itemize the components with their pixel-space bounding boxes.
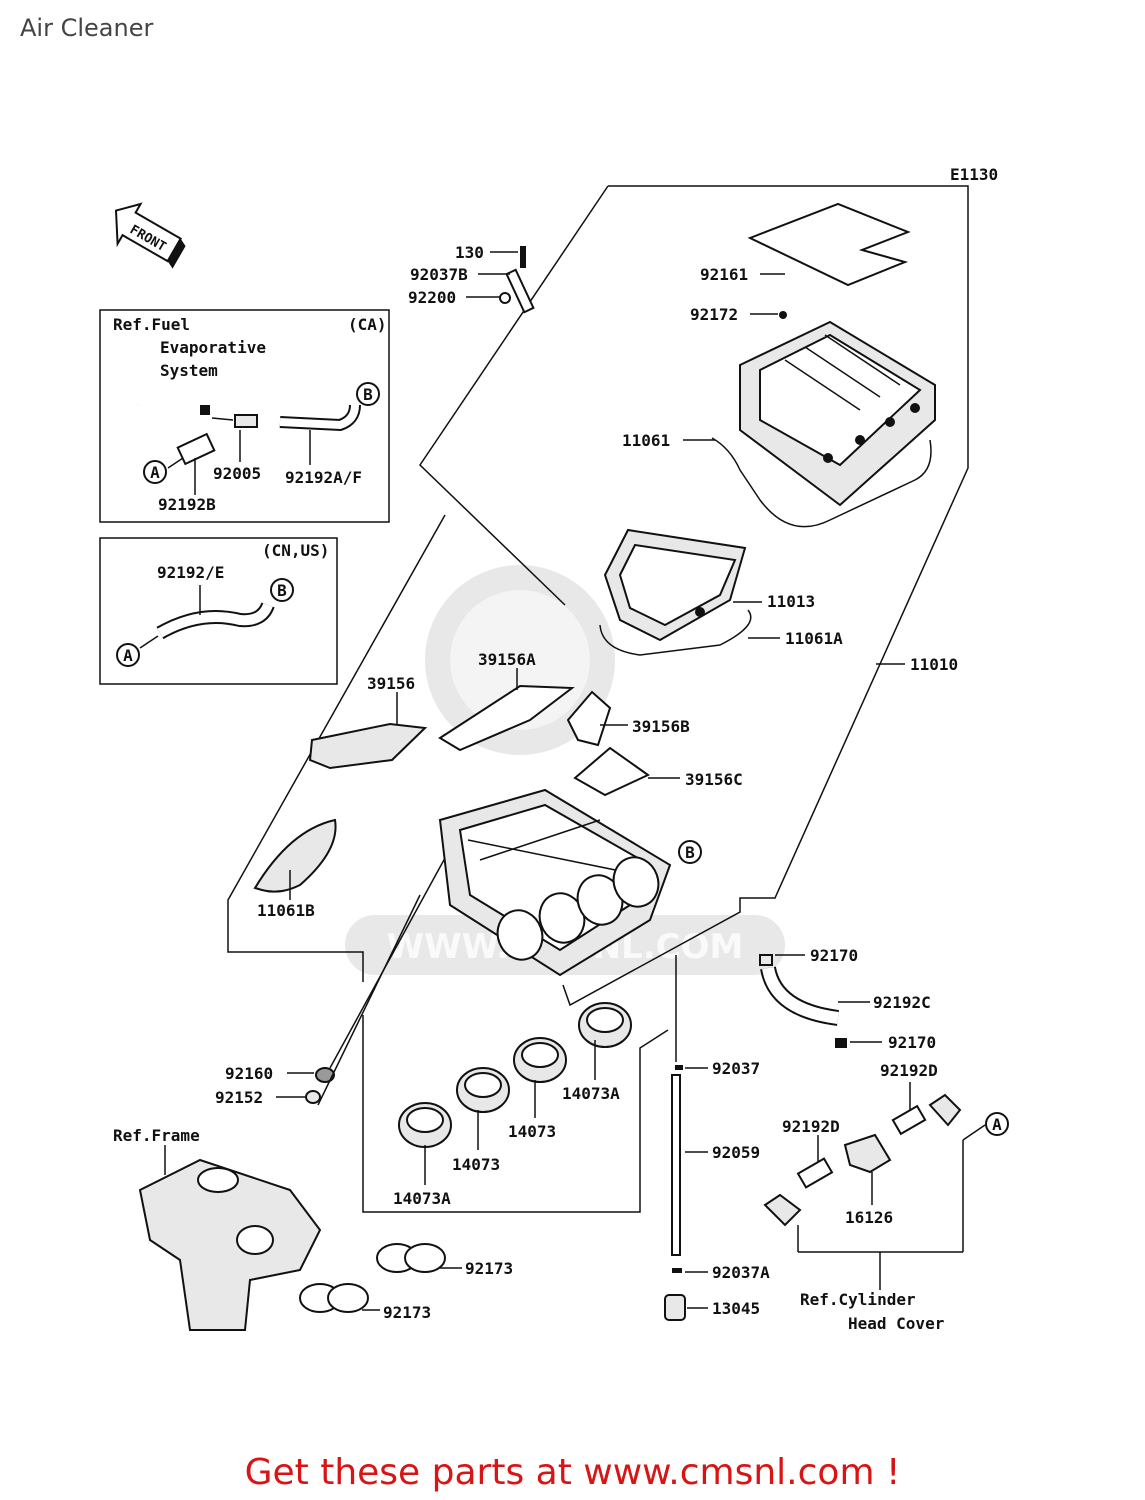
tube-92059 [671, 1074, 681, 1256]
part-label-92161: 92161 [700, 265, 748, 284]
part-label-39156c: 39156C [685, 770, 743, 789]
part-label-92005: 92005 [213, 464, 261, 483]
part-label-14073-2: 14073 [452, 1155, 500, 1174]
clamps-92173 [299, 1243, 446, 1313]
air-cleaner-lower-case [438, 788, 672, 977]
part-label-16126: 16126 [845, 1208, 893, 1227]
valve-16126 [843, 1133, 892, 1174]
ca-region: (CA) [348, 315, 387, 334]
part-label-92192d-right: 92192D [880, 1061, 938, 1080]
clip-92170-bottom [835, 1038, 847, 1048]
part-label-11061a: 11061A [785, 629, 843, 648]
svg-text:B: B [685, 843, 695, 862]
part-label-39156a: 39156A [478, 650, 536, 669]
part-label-11010: 11010 [910, 655, 958, 674]
svg-text:B: B [363, 385, 373, 404]
ref-frame-label: Ref.Frame [113, 1126, 200, 1145]
clip-92170-top [759, 954, 773, 966]
frame-section [138, 1158, 322, 1331]
head-cover-nipple-left [763, 1193, 802, 1227]
cnus-region: (CN,US) [262, 541, 329, 560]
ca-ref-line1: Ref.Fuel [113, 315, 190, 334]
ref-cylinder-label: Ref.Cylinder [800, 1290, 916, 1309]
part-label-92192c: 92192C [873, 993, 931, 1012]
part-label-39156b: 39156B [632, 717, 690, 736]
part-label-92037b: 92037B [410, 265, 468, 284]
collar-92037b [505, 268, 535, 314]
part-label-14073a-1: 14073A [562, 1084, 620, 1103]
svg-text:A: A [150, 463, 160, 482]
air-cleaner-upper-case [711, 202, 936, 528]
part-label-92170-top: 92170 [810, 946, 858, 965]
svg-text:A: A [123, 646, 133, 665]
part-label-92172: 92172 [690, 305, 738, 324]
screw-92172 [779, 311, 787, 319]
marker-b-cnus: B [270, 578, 294, 602]
head-cover-nipple-right [928, 1093, 962, 1127]
duct-11061b [253, 818, 337, 893]
part-label-92059: 92059 [712, 1143, 760, 1162]
part-label-14073a-2: 14073A [393, 1189, 451, 1208]
bolt-130 [520, 246, 526, 268]
hose-92192d-left [796, 1157, 834, 1189]
part-label-92192af: 92192A/F [285, 468, 362, 487]
part-label-11013: 11013 [767, 592, 815, 611]
diagram-code: E1130 [950, 165, 998, 184]
part-label-92170-bottom: 92170 [888, 1033, 936, 1052]
washer-92200 [499, 292, 511, 304]
part-label-92192d-left: 92192D [782, 1117, 840, 1136]
clip-92037 [675, 1065, 683, 1070]
part-label-92037a: 92037A [712, 1263, 770, 1282]
part-label-13045: 13045 [712, 1299, 760, 1318]
marker-b-main: B [678, 840, 702, 864]
ca-ref-line2: Evaporative [160, 338, 266, 357]
air-funnels [398, 1002, 632, 1148]
grommet-92160 [315, 1067, 335, 1083]
part-label-92192b: 92192B [158, 495, 216, 514]
marker-a-main: A [985, 1112, 1009, 1136]
svg-text:B: B [277, 581, 287, 600]
cover-39156c [573, 746, 650, 797]
cover-39156a [438, 684, 575, 752]
clip-92037a [672, 1268, 682, 1273]
cta-link[interactable]: Get these parts at www.cmsnl.com ! [244, 1452, 901, 1493]
part-label-92152: 92152 [215, 1088, 263, 1107]
part-label-92173-b: 92173 [383, 1303, 431, 1322]
air-filter-element [599, 528, 752, 656]
marker-a-cnus: A [116, 643, 140, 667]
part-label-92037: 92037 [712, 1059, 760, 1078]
ca-ref-line3: System [160, 361, 218, 380]
part-label-130: 130 [455, 243, 484, 262]
part-label-14073-1: 14073 [508, 1122, 556, 1141]
plug-13045 [664, 1294, 686, 1321]
cover-39156 [308, 722, 428, 770]
part-label-92160: 92160 [225, 1064, 273, 1083]
part-label-92192e: 92192/E [157, 563, 224, 582]
front-arrow-icon: FRONT [114, 202, 186, 269]
marker-a-ca: A [143, 460, 167, 484]
marker-b-ca: B [356, 382, 380, 406]
part-label-92173-a: 92173 [465, 1259, 513, 1278]
part-label-39156: 39156 [367, 674, 415, 693]
cover-39156b [566, 690, 612, 747]
page-title: Air Cleaner [20, 14, 154, 42]
part-label-92200: 92200 [408, 288, 456, 307]
collar-92152 [305, 1090, 321, 1104]
part-label-11061b: 11061B [257, 901, 315, 920]
part-label-11061: 11061 [622, 431, 670, 450]
svg-text:A: A [992, 1115, 1002, 1134]
hose-92192d-right [891, 1104, 927, 1136]
ref-headcover-label: Head Cover [848, 1314, 944, 1333]
